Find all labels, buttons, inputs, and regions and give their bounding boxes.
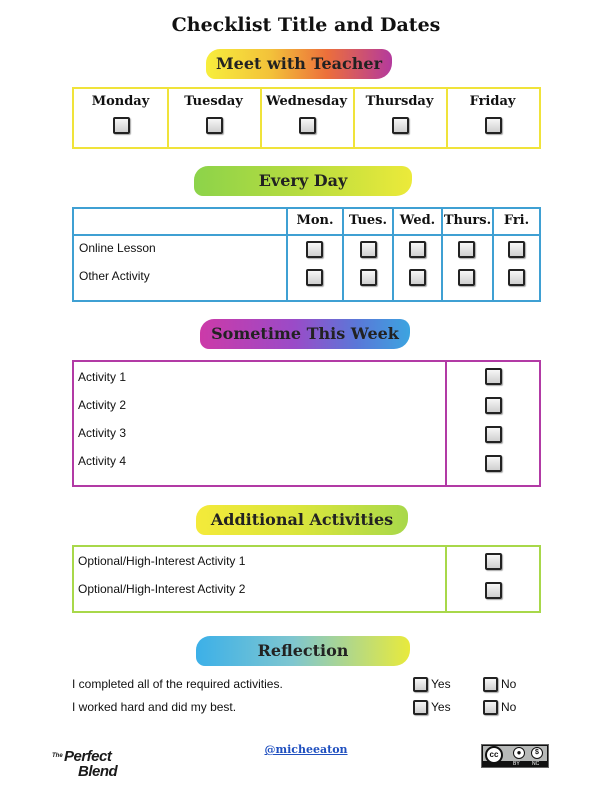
logo-small-text: The [52,753,63,759]
by-icon: ● [513,747,525,759]
everyday-banner: Every Day [194,166,412,196]
cc-by-label: BY [513,761,520,767]
everyday-day-mon: Mon. [296,213,334,228]
sometime-heading: Sometime This Week [211,324,399,343]
sometime-checkbox-activity-3[interactable] [485,426,502,443]
reflection-2-yes-label: Yes [431,700,451,714]
meet-day-friday: Friday [469,94,516,109]
additional-checkbox-1[interactable] [485,553,502,570]
additional-table: Optional/High-Interest Activity 1 Option… [72,545,541,613]
additional-row-1: Optional/High-Interest Activity 1 [78,554,246,568]
meet-checkbox-thursday[interactable] [392,117,409,134]
everyday-checkbox-online-wed[interactable] [409,241,426,258]
everyday-heading: Every Day [258,171,348,190]
sometime-checkbox-activity-2[interactable] [485,397,502,414]
sometime-table: Activity 1 Activity 2 Activity 3 Activit… [72,360,541,487]
everyday-day-wed: Wed. [399,213,436,228]
everyday-checkbox-online-tues[interactable] [360,241,377,258]
everyday-row-online-lesson: Online Lesson [79,241,156,255]
reflection-2-no-checkbox[interactable] [483,700,498,715]
cc-license-badge: cc ● $ BY NC [481,744,549,768]
everyday-checkbox-other-mon[interactable] [306,269,323,286]
reflection-1-yes-checkbox[interactable] [413,677,428,692]
reflection-banner: Reflection [196,636,410,666]
reflection-row-1: I completed all of the required activiti… [72,677,283,691]
sometime-checkbox-activity-4[interactable] [485,455,502,472]
everyday-checkbox-online-thurs[interactable] [458,241,475,258]
reflection-1-yes-label: Yes [431,677,451,691]
sometime-row-activity-3: Activity 3 [78,426,127,440]
additional-row-2: Optional/High-Interest Activity 2 [78,582,246,596]
meet-day-monday: Monday [91,94,150,109]
reflection-row-2: I worked hard and did my best. [72,700,237,714]
perfect-blend-logo: The Perfect Blend [52,748,142,784]
meet-checkbox-wednesday[interactable] [299,117,316,134]
everyday-table: Mon. Tues. Wed. Thurs. Fri. Online Lesso… [72,207,541,302]
author-handle-link[interactable]: @micheeaton [264,743,348,756]
everyday-checkbox-other-fri[interactable] [508,269,525,286]
additional-checkbox-2[interactable] [485,582,502,599]
logo-line-2: Blend [78,763,118,780]
meet-day-wednesday: Wednesday [265,94,347,109]
sometime-checkbox-activity-1[interactable] [485,368,502,385]
meet-banner: Meet with Teacher [206,49,392,79]
meet-heading: Meet with Teacher [215,54,383,73]
reflection-2-no-label: No [501,700,517,714]
reflection-heading: Reflection [257,641,349,660]
cc-icon-text: cc [489,750,499,759]
meet-checkbox-monday[interactable] [113,117,130,134]
everyday-day-thurs: Thurs. [443,213,492,228]
everyday-day-fri: Fri. [503,213,530,228]
meet-checkbox-friday[interactable] [485,117,502,134]
additional-banner: Additional Activities [196,505,408,535]
meet-checkbox-tuesday[interactable] [206,117,223,134]
everyday-checkbox-online-mon[interactable] [306,241,323,258]
meet-table: Monday Tuesday Wednesday Thursday Friday [72,87,541,149]
cc-icon: cc [485,746,503,764]
reflection-1-no-checkbox[interactable] [483,677,498,692]
sometime-row-activity-4: Activity 4 [78,454,127,468]
everyday-day-tues: Tues. [348,213,388,228]
everyday-checkbox-online-fri[interactable] [508,241,525,258]
meet-day-tuesday: Tuesday [184,94,243,109]
cc-nc-label: NC [532,761,540,767]
meet-day-thursday: Thursday [365,94,434,109]
everyday-checkbox-other-tues[interactable] [360,269,377,286]
everyday-checkbox-other-thurs[interactable] [458,269,475,286]
reflection-1-no-label: No [501,677,517,691]
page-title: Checklist Title and Dates [171,14,441,36]
logo-line-1: Perfect [64,748,112,765]
nc-icon: $ [531,747,543,759]
sometime-row-activity-1: Activity 1 [78,370,127,384]
additional-heading: Additional Activities [210,510,394,529]
reflection-2-yes-checkbox[interactable] [413,700,428,715]
sometime-banner: Sometime This Week [200,319,410,349]
sometime-row-activity-2: Activity 2 [78,398,127,412]
everyday-checkbox-other-wed[interactable] [409,269,426,286]
everyday-row-other-activity: Other Activity [79,269,150,283]
